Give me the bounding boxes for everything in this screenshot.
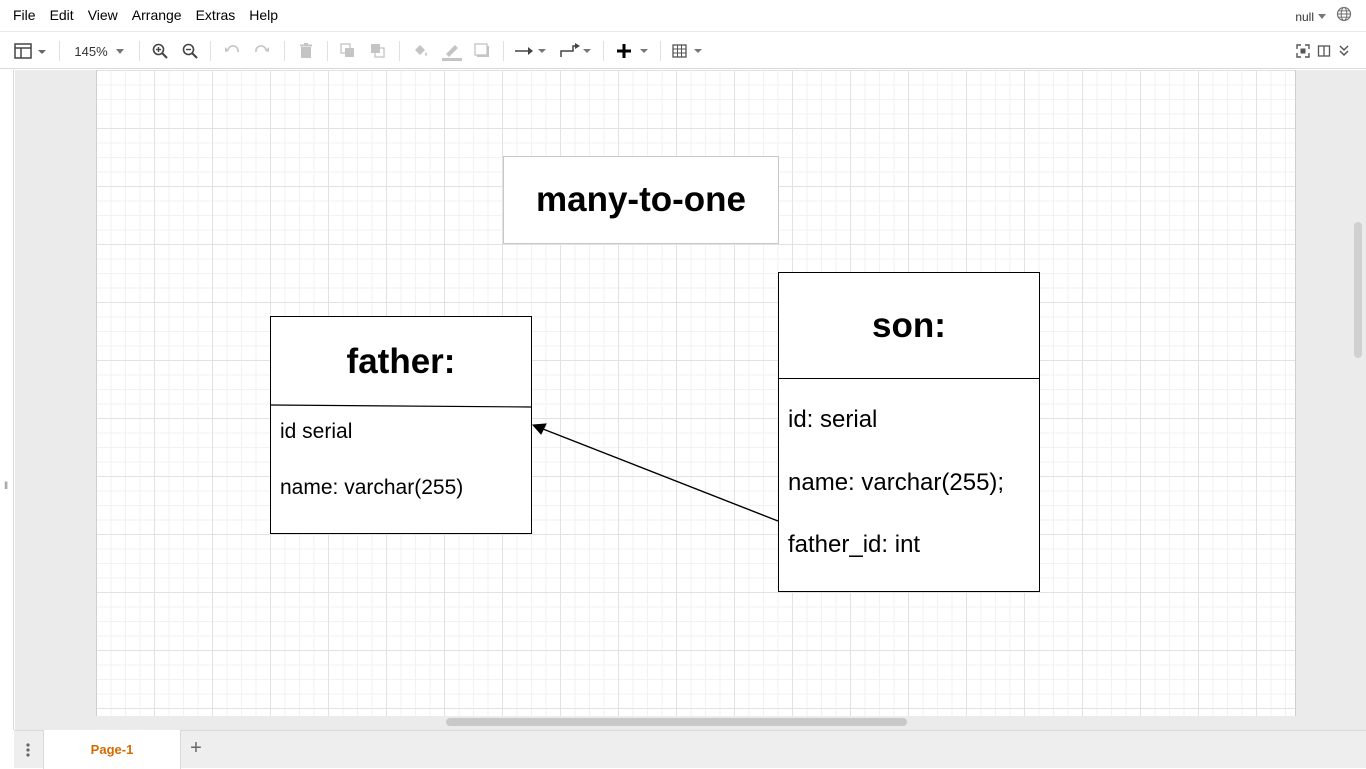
shadow-icon[interactable] — [472, 40, 492, 62]
menu-arrange[interactable]: Arrange — [131, 7, 182, 23]
toolbar-separator — [59, 41, 60, 61]
toolbar-separator — [660, 41, 661, 61]
menu-view[interactable]: View — [87, 7, 118, 23]
table-icon[interactable] — [671, 40, 705, 62]
menu-extras[interactable]: Extras — [195, 7, 236, 23]
vertical-scrollbar[interactable] — [1354, 222, 1362, 358]
tab-page-1[interactable]: Page-1 — [43, 730, 181, 769]
fill-color-icon[interactable] — [411, 40, 431, 62]
father-table-header: father: — [346, 341, 456, 381]
redo-icon[interactable] — [252, 40, 272, 62]
sidebar-expand-handle-icon[interactable]: ‖ — [4, 481, 9, 492]
user-label[interactable]: null — [1295, 9, 1314, 24]
zoom-in-icon[interactable] — [150, 40, 170, 62]
son-field-father-id: father_id: int — [788, 531, 921, 558]
language-globe-icon[interactable] — [1336, 6, 1352, 27]
diagram-title: many-to-one — [536, 180, 746, 219]
zoom-out-icon[interactable] — [180, 40, 200, 62]
delete-icon[interactable] — [296, 40, 316, 62]
zoom-caret-icon[interactable] — [115, 48, 124, 54]
to-front-icon[interactable] — [338, 40, 358, 62]
menu-file[interactable]: File — [13, 7, 36, 23]
insert-icon[interactable] — [614, 40, 650, 62]
toggle-format-icon[interactable] — [1315, 40, 1333, 62]
toolbar: 145% — [0, 31, 1366, 69]
user-area[interactable]: null — [1295, 6, 1352, 27]
fullscreen-icon[interactable] — [1294, 40, 1312, 62]
zoom-dropdown[interactable]: 145% — [70, 40, 128, 62]
connection-icon[interactable] — [514, 40, 548, 62]
menu-edit[interactable]: Edit — [49, 7, 74, 23]
horizontal-scrollbar[interactable] — [446, 718, 907, 726]
user-dropdown-caret[interactable] — [1318, 14, 1326, 19]
sidebar-collapsed-strip[interactable]: ‖ — [0, 70, 14, 730]
toolbar-separator — [503, 41, 504, 61]
to-back-icon[interactable] — [368, 40, 388, 62]
father-field-id: id serial — [280, 420, 353, 443]
toolbar-separator — [210, 41, 211, 61]
toolbar-separator — [327, 41, 328, 61]
title-shape[interactable]: many-to-one — [503, 156, 779, 244]
undo-icon[interactable] — [222, 40, 242, 62]
toolbar-separator — [603, 41, 604, 61]
waypoints-icon[interactable] — [559, 40, 593, 62]
father-field-name: name: varchar(255) — [280, 476, 464, 499]
toolbar-separator — [139, 41, 140, 61]
format-panel-icon[interactable] — [12, 40, 48, 62]
toolbar-separator — [284, 41, 285, 61]
pages-menu-icon[interactable] — [22, 741, 34, 759]
add-page-icon[interactable]: + — [190, 737, 202, 759]
page-tab-bar: Page-1 + — [14, 730, 1366, 769]
menu-help[interactable]: Help — [249, 7, 279, 23]
line-color-icon[interactable] — [441, 40, 463, 62]
father-table-shape[interactable]: father: id serial name: varchar(255) — [270, 316, 532, 534]
son-field-id: id: serial — [788, 406, 878, 433]
menu-bar: File Edit View Arrange Extras Help null — [0, 0, 1366, 31]
zoom-level[interactable]: 145% — [74, 43, 108, 59]
son-table-shape[interactable]: son: id: serial name: varchar(255); fath… — [778, 272, 1040, 592]
collapse-icon[interactable] — [1335, 40, 1353, 62]
toolbar-separator — [399, 41, 400, 61]
son-field-name: name: varchar(255); — [788, 469, 1005, 496]
son-table-header: son: — [779, 273, 1039, 379]
